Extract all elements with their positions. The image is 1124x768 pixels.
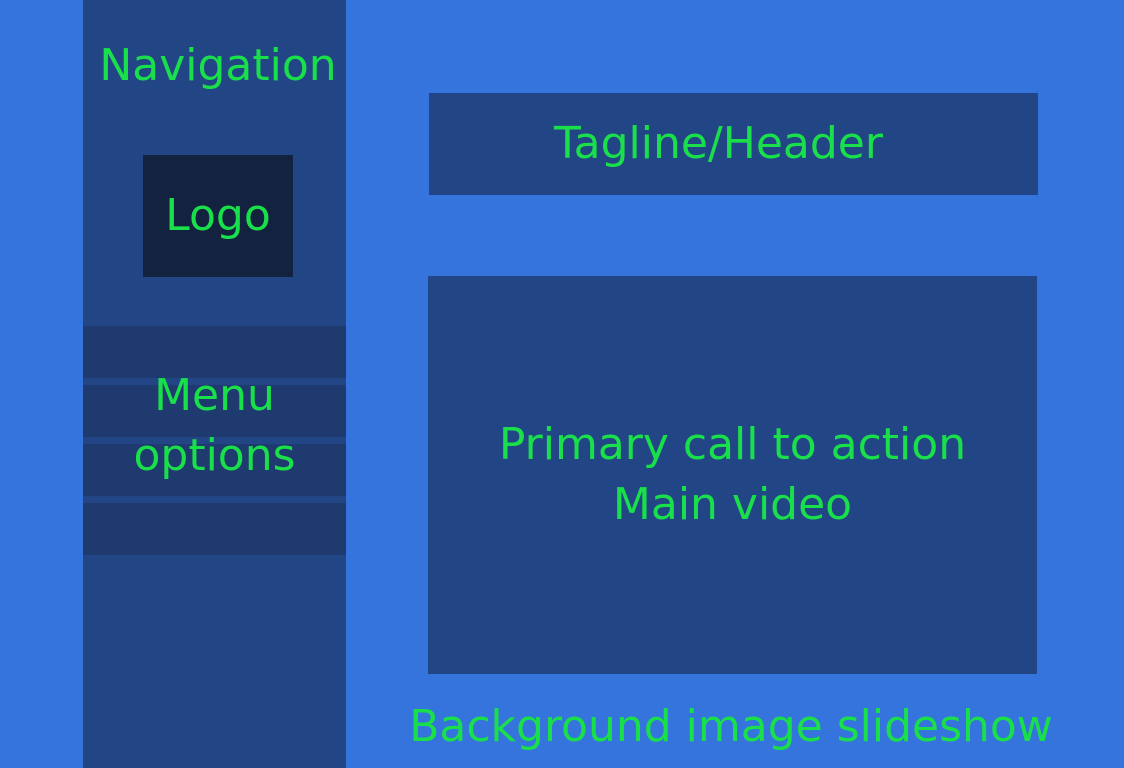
menu-label-line2: options: [133, 430, 296, 481]
tagline-header-label: Tagline/Header: [554, 118, 883, 169]
navigation-sidebar: Navigation Logo Menu options: [83, 0, 346, 768]
tagline-header-placeholder: Tagline/Header: [429, 93, 1038, 195]
main-video-label: Main video: [612, 479, 853, 530]
logo-placeholder: Logo: [143, 155, 293, 277]
background-slideshow-label: Background image slideshow: [409, 701, 1053, 752]
logo-label: Logo: [165, 190, 271, 241]
primary-cta-label: Primary call to action: [498, 419, 967, 470]
menu-option-bar: [83, 503, 346, 555]
menu-option-bar: [83, 444, 346, 496]
menu-option-bar: [83, 326, 346, 378]
menu-label-line1: Menu: [154, 370, 275, 421]
main-video-placeholder: Primary call to action Main video: [428, 276, 1037, 674]
menu-option-bar: [83, 385, 346, 437]
menu-options-label: Menu options: [83, 366, 346, 486]
navigation-label: Navigation: [99, 40, 337, 91]
